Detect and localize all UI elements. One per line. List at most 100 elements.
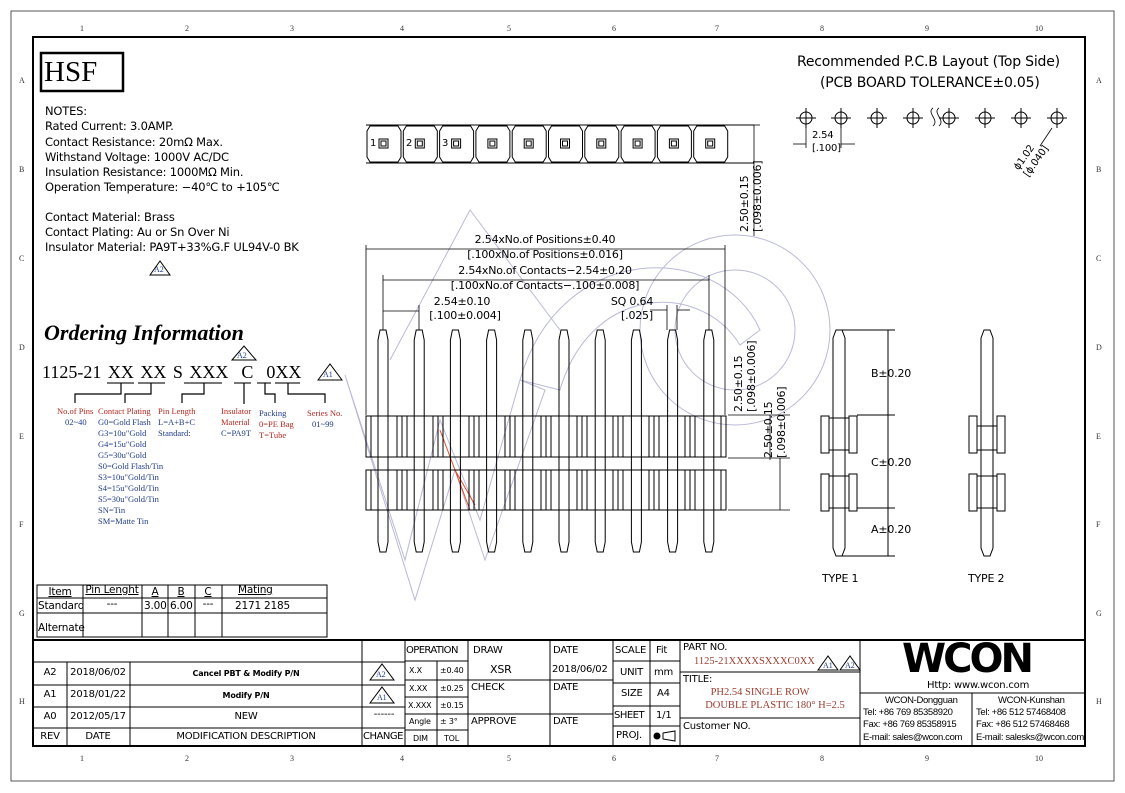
front-view bbox=[365, 329, 727, 553]
projection-symbol bbox=[653, 730, 676, 742]
pin-square-inner bbox=[670, 140, 677, 147]
pin bbox=[413, 329, 425, 553]
zone-row-label: E bbox=[19, 432, 24, 441]
pin-square-inner bbox=[453, 140, 460, 147]
code-series: XX bbox=[275, 362, 302, 382]
rev-desc: Modify P/N bbox=[222, 691, 270, 700]
zone-column-label: 9 bbox=[925, 24, 929, 33]
size-label: SIZE bbox=[621, 688, 643, 699]
dim: X.XXX bbox=[408, 701, 432, 710]
zone-row-label: A bbox=[19, 76, 25, 85]
zone-column-label: 1 bbox=[80, 754, 84, 763]
dim-text: C±0.20 bbox=[871, 456, 912, 469]
zone-column-label: 5 bbox=[507, 754, 511, 763]
pin-square-inner bbox=[598, 140, 605, 147]
housing-cell bbox=[689, 469, 727, 511]
pin-square-inner bbox=[707, 140, 714, 147]
cell: Standard bbox=[38, 600, 85, 612]
rev-change: ------ bbox=[373, 709, 395, 720]
plating-option: G4=15u"Gold bbox=[98, 439, 147, 449]
pin-square bbox=[487, 138, 498, 149]
zone-row-label: F bbox=[1096, 520, 1101, 529]
pcb-layout-subtitle: (PCB BOARD TOLERANCE±0.05) bbox=[820, 75, 1040, 91]
pin-square bbox=[414, 138, 425, 149]
pcb-pitch: 2.54[.100] bbox=[812, 130, 841, 154]
col-header: A bbox=[151, 586, 159, 598]
position-cell bbox=[366, 125, 402, 163]
company-url[interactable]: Http: www.wcon.com bbox=[927, 680, 1030, 691]
tol: ±0.40 bbox=[440, 666, 464, 675]
position-cell bbox=[439, 125, 475, 163]
col-header: Pin Lenght bbox=[85, 584, 139, 596]
pin-square bbox=[632, 138, 643, 149]
dim-text: B±0.20 bbox=[871, 367, 912, 380]
code-s: S bbox=[172, 362, 183, 382]
note-line: Operation Temperature: −40℃ to +105℃ bbox=[45, 180, 280, 195]
dim: X.XX bbox=[409, 684, 428, 693]
position-cell bbox=[693, 125, 729, 163]
position-cell bbox=[548, 125, 583, 163]
zone-row-label: A bbox=[1096, 76, 1102, 85]
notes-block: NOTES: Rated Current: 3.0AMP. Contact Re… bbox=[45, 104, 299, 256]
col-header: MODIFICATION DESCRIPTION bbox=[176, 731, 316, 742]
dim-text: [.025] bbox=[621, 309, 653, 322]
pin bbox=[594, 329, 606, 553]
plating-option: S5=30u"Gold/Tin bbox=[98, 494, 159, 504]
ordering-code: 1125-21 XX XX S XXX C 0XX bbox=[42, 362, 301, 382]
pin-square bbox=[596, 138, 607, 149]
pcb-layout-title: Recommended P.C.B Layout (Top Side) bbox=[797, 54, 1060, 70]
dim-text: A±0.20 bbox=[871, 523, 912, 536]
top-view-strip bbox=[366, 124, 754, 164]
plating-option: G3=10u"Gold bbox=[98, 428, 147, 438]
rev: A0 bbox=[43, 711, 57, 722]
pin bbox=[703, 329, 715, 553]
position-label: 3 bbox=[442, 138, 449, 149]
zone-row-label: D bbox=[19, 343, 25, 352]
plating-option: G5=30u"Gold bbox=[98, 450, 147, 460]
zone-row-label: B bbox=[19, 165, 25, 174]
zone-row-label: E bbox=[1096, 432, 1101, 441]
zone-column-label: 2 bbox=[185, 24, 189, 33]
pin-square bbox=[523, 138, 534, 149]
cell: 6.00 bbox=[170, 600, 193, 612]
code-packing: 0 bbox=[266, 362, 276, 382]
hsf-logo: HSF bbox=[44, 56, 98, 88]
zone-column-label: 4 bbox=[400, 754, 404, 763]
date-label: DATE bbox=[553, 716, 579, 727]
draw-value: XSR bbox=[490, 663, 512, 676]
col-header: REV bbox=[40, 731, 60, 742]
code-prefix: 1125-21 bbox=[42, 362, 102, 382]
title-label: TITLE: bbox=[683, 674, 713, 685]
rev-mark: A1 bbox=[823, 661, 833, 670]
part-number: 1125-21XXXXSXXXC0XX bbox=[694, 656, 815, 667]
pin bbox=[449, 329, 461, 553]
dim-text: [.100xNo.of Positions±0.016] bbox=[467, 248, 623, 261]
zone-row-label: G bbox=[1096, 609, 1102, 618]
dim-header: DIM bbox=[413, 734, 428, 743]
zone-row-label: H bbox=[19, 697, 25, 706]
plating-option: SM=Matte Tin bbox=[98, 516, 149, 526]
zone-column-label: 5 bbox=[507, 24, 511, 33]
zone-column-label: 1 bbox=[80, 24, 84, 33]
pin bbox=[667, 329, 679, 553]
pin bbox=[377, 329, 389, 553]
dim-text: 2.50±0.15[.098±0.006] bbox=[732, 340, 758, 412]
pin bbox=[630, 329, 642, 553]
dim-text: 2.54xNo.of Contacts−2.54±0.20 bbox=[458, 264, 632, 277]
cell: --- bbox=[106, 598, 118, 610]
zone-row-label: D bbox=[1096, 343, 1102, 352]
housing-cell bbox=[689, 415, 727, 458]
dim-text: 2.50±0.15[.098±0.006] bbox=[738, 160, 764, 232]
pin-table-grid bbox=[36, 584, 328, 638]
code-length: XXX bbox=[189, 362, 229, 382]
size-value: A4 bbox=[657, 688, 670, 699]
col-header: Item bbox=[48, 586, 72, 598]
note-line: Withstand Voltage: 1000V AC/DC bbox=[45, 149, 229, 164]
notes-title: NOTES: bbox=[45, 104, 87, 118]
pcb-holes bbox=[796, 108, 1067, 128]
pin bbox=[522, 329, 534, 553]
cell: 2171 2185 bbox=[235, 600, 290, 612]
